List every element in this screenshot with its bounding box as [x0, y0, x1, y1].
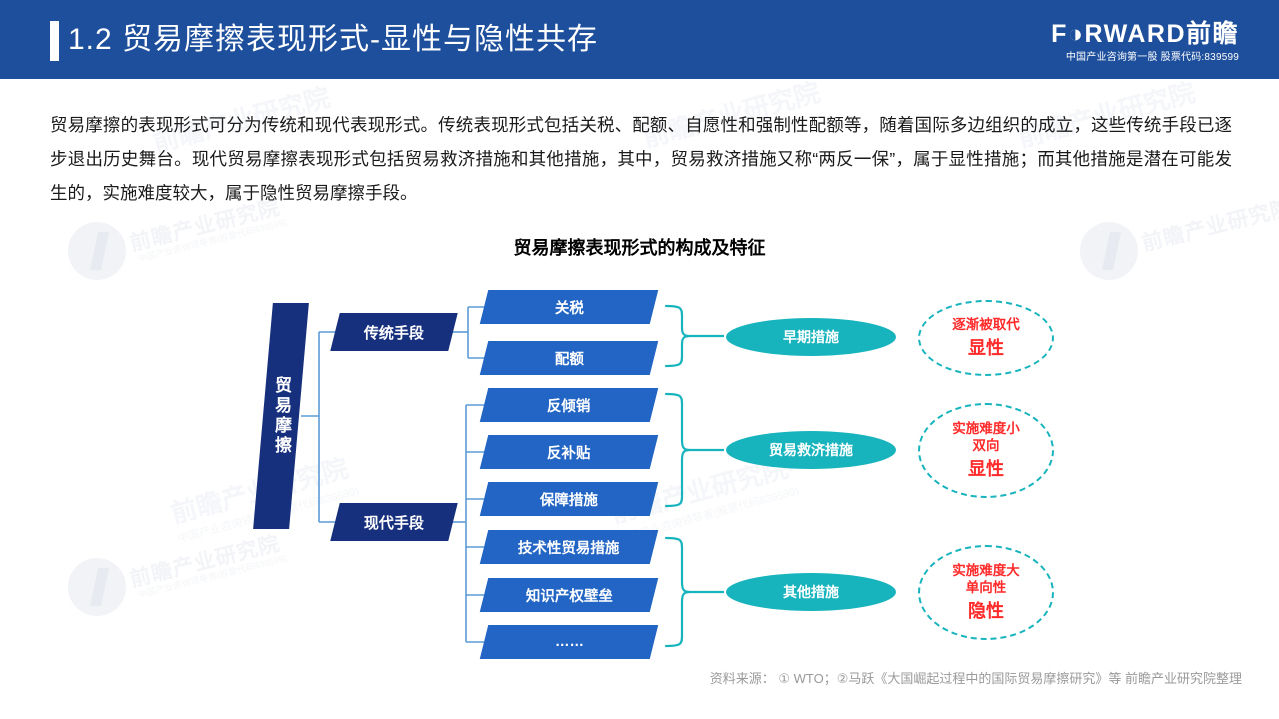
- trait-line: 逐渐被取代: [952, 316, 1020, 332]
- intro-paragraph-text: 贸易摩擦的表现形式可分为传统和现代表现形式。传统表现形式包括关税、配额、自愿性和…: [50, 115, 1232, 203]
- logo-wordmark: F◑RWARD前瞻: [1051, 20, 1239, 48]
- trait-emphasis: 显性: [968, 337, 1004, 358]
- diagram-measure-label: 知识产权壁垒: [525, 588, 613, 605]
- diagram-measure-antidumping[interactable]: 反倾销: [479, 388, 659, 422]
- diagram-measure-ip-barriers[interactable]: 知识产权壁垒: [479, 578, 659, 612]
- diagram-measure-label: 保障措施: [540, 492, 598, 509]
- diagram-branch-traditional[interactable]: 传统手段: [330, 313, 458, 351]
- diagram-trait-early: 逐渐被取代 显性: [918, 300, 1054, 376]
- diagram-measure-safeguard[interactable]: 保障措施: [479, 482, 659, 516]
- diagram-measure-quota[interactable]: 配额: [479, 341, 659, 375]
- trait-line: 双向: [972, 437, 1000, 453]
- diagram-measure-label: 反补贴: [547, 445, 591, 462]
- header-accent-bar: [50, 21, 59, 61]
- trait-emphasis: 显性: [968, 458, 1004, 479]
- page-header: 1.2 贸易摩擦表现形式-显性与隐性共存 F◑RWARD前瞻 中国产业咨询第一股…: [0, 0, 1279, 79]
- diagram-trait-relief: 实施难度小 双向 显性: [918, 403, 1054, 498]
- diagram-measure-tariff[interactable]: 关税: [479, 290, 659, 324]
- diagram-category-other[interactable]: 其他措施: [726, 573, 896, 611]
- diagram-branch-label: 传统手段: [363, 324, 424, 342]
- trait-line: 实施难度小: [952, 420, 1020, 436]
- source-note: 资料来源： ① WTO；②马跃《大国崛起过程中的国际贸易摩擦研究》等 前瞻产业研…: [709, 671, 1242, 686]
- diagram-branch-modern[interactable]: 现代手段: [330, 503, 458, 541]
- diagram-measure-label: 关税: [554, 300, 584, 317]
- diagram-root-node[interactable]: 贸易摩擦: [253, 303, 309, 529]
- diagram-measure-countervailing[interactable]: 反补贴: [479, 435, 659, 469]
- diagram-root-label: 贸易摩擦: [272, 376, 291, 456]
- page-title: 1.2 贸易摩擦表现形式-显性与隐性共存: [68, 23, 599, 56]
- diagram-canvas: 贸易摩擦 传统手段 现代手段 关税 配额 反倾销 反补贴 保障措施 技术性贸易措…: [0, 270, 1279, 660]
- diagram-branch-label: 现代手段: [363, 514, 424, 532]
- trait-line: 实施难度大: [952, 562, 1020, 578]
- diagram-measure-technical-barriers[interactable]: 技术性贸易措施: [479, 530, 659, 564]
- logo-tagline: 中国产业咨询第一股 股票代码:839599: [1065, 52, 1239, 63]
- intro-paragraph: 贸易摩擦的表现形式可分为传统和现代表现形式。传统表现形式包括关税、配额、自愿性和…: [50, 108, 1232, 210]
- diagram-measure-label: 技术性贸易措施: [518, 540, 620, 557]
- diagram-trait-other: 实施难度大 单向性 隐性: [918, 545, 1054, 640]
- diagram-measure-label: ……: [554, 634, 584, 650]
- trait-emphasis: 隐性: [968, 600, 1004, 621]
- diagram-measure-label: 配额: [554, 351, 584, 368]
- diagram-measure-others[interactable]: ……: [479, 625, 659, 659]
- brand-logo: F◑RWARD前瞻 中国产业咨询第一股 股票代码:839599: [1051, 21, 1239, 66]
- diagram-category-trade-relief[interactable]: 贸易救济措施: [726, 431, 896, 469]
- diagram-title: 贸易摩擦表现形式的构成及特征: [513, 238, 766, 258]
- diagram-category-early[interactable]: 早期措施: [726, 318, 896, 356]
- trait-line: 单向性: [965, 579, 1007, 595]
- diagram-measure-label: 反倾销: [547, 398, 591, 415]
